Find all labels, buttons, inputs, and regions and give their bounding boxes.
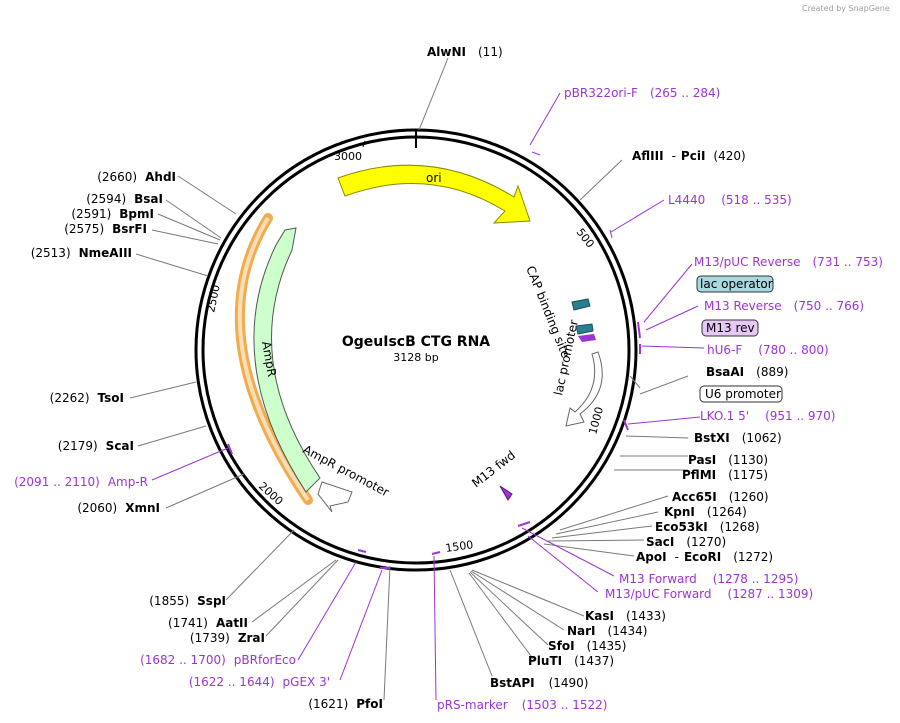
cap-binding-label: CAP binding site xyxy=(523,264,573,360)
site-sspi: (1855)SspI xyxy=(149,594,226,608)
site-pfoi: (1621)PfoI xyxy=(308,697,383,711)
primer-marks-right xyxy=(431,321,641,555)
site-kpni: KpnI(1264) xyxy=(664,505,747,519)
m13-fwd-label: M13 fwd xyxy=(469,448,518,490)
site-afliii-pcii: AflIII-PciI(420) xyxy=(632,149,746,163)
site-aatii: (1741)AatII xyxy=(168,616,248,630)
site-tsoi: (2262)TsoI xyxy=(50,391,124,405)
site-bstapi: BstAPI(1490) xyxy=(490,676,588,690)
primer-m13-reverse: M13 Reverse(750 .. 766) xyxy=(704,299,864,313)
primer-marks-left xyxy=(227,443,390,569)
primer-lines-right xyxy=(433,92,705,701)
primer-lko1-5: LKO.1 5'(951 .. 970) xyxy=(700,409,836,423)
primer-m13-puc-reverse: M13/pUC Reverse(731 .. 753) xyxy=(694,255,883,269)
plasmid-size: 3128 bp xyxy=(393,351,438,364)
cap-binding-site-2 xyxy=(575,323,594,335)
m13-rev-box xyxy=(701,319,759,337)
u6-promoter-box xyxy=(699,385,783,403)
site-xmni: (2060)XmnI xyxy=(77,501,160,515)
primer-pbrforeco: (1682 .. 1700)pBRforEco xyxy=(140,653,296,667)
lac-operator-label: lac operator xyxy=(700,277,773,291)
right-labels: AlwNI(11) pBR322ori-F(265 .. 284) AflIII… xyxy=(427,45,883,712)
primer-m13-forward: M13 Forward(1278 .. 1295) xyxy=(619,572,798,586)
m13-rev-marker xyxy=(578,334,596,342)
tick-1000: 1000 xyxy=(586,405,606,435)
ampr-feature[interactable] xyxy=(253,227,321,493)
site-alwni: AlwNI(11) xyxy=(427,45,503,59)
site-bstxi: BstXI(1062) xyxy=(694,431,782,445)
primer-pgex-3: (1622 .. 1644)pGEX 3' xyxy=(189,675,330,689)
cap-binding-site[interactable] xyxy=(571,298,591,311)
site-acc65i: Acc65I(1260) xyxy=(672,490,769,504)
leader-lines-left xyxy=(129,175,391,701)
tick-1500: 1500 xyxy=(445,538,475,555)
site-nari: NarI(1434) xyxy=(567,624,647,638)
site-pluti: PluTI(1437) xyxy=(528,654,614,668)
ori-label: ori xyxy=(426,171,442,185)
site-kasi: KasI(1433) xyxy=(585,609,666,623)
primer-lines-left xyxy=(151,447,383,681)
site-pflmi: PflMI(1175) xyxy=(682,468,768,482)
site-bsai: (2594)BsaI xyxy=(86,192,163,206)
ori-feature[interactable] xyxy=(337,164,531,224)
site-zrai: (1739)ZraI xyxy=(190,631,265,645)
site-nmeaiii: (2513)NmeAIII xyxy=(31,246,132,260)
ampr-label: AmpR xyxy=(259,340,279,378)
lac-operator-box xyxy=(696,275,774,293)
primer-l4440: L4440(518 .. 535) xyxy=(668,193,792,207)
site-bsrfi: (2575)BsrFI xyxy=(64,222,147,236)
ampr-promoter[interactable] xyxy=(317,481,353,513)
plasmid-name: OgeuIscB CTG RNA xyxy=(342,334,490,350)
site-eco53ki: Eco53kI(1268) xyxy=(655,520,760,534)
m13-fwd-primer[interactable] xyxy=(499,485,513,501)
snapgene-credit: Created by SnapGene xyxy=(802,4,890,13)
m13-rev-label: M13 rev xyxy=(706,321,755,335)
left-labels: (2660)AhdI (2594)BsaI (2591)BpmI (2575)B… xyxy=(14,170,383,711)
site-bpmi: (2591)BpmI xyxy=(71,207,154,221)
primer-m13-puc-forward: M13/pUC Forward(1287 .. 1309) xyxy=(605,587,813,601)
site-apoi-ecori: ApoI-EcoRI(1272) xyxy=(636,550,773,564)
site-bsaai: BsaAI(889) xyxy=(706,365,788,379)
site-sfoi: SfoI(1435) xyxy=(548,639,626,653)
site-saci: SacI(1270) xyxy=(646,535,726,549)
site-ahdi: (2660)AhdI xyxy=(97,170,176,184)
primer-amp-r: (2091 .. 2110)Amp-R xyxy=(14,475,148,489)
tick-2500: 2500 xyxy=(204,284,223,314)
leader-lines-right xyxy=(418,57,689,677)
primer-pbr322ori-f: pBR322ori-F(265 .. 284) xyxy=(564,86,720,100)
site-pasi: PasI(1130) xyxy=(688,453,768,467)
lac-promoter[interactable] xyxy=(565,351,603,427)
primer-hu6-f: hU6-F(780 .. 800) xyxy=(707,343,829,357)
u6-promoter-label: U6 promoter xyxy=(705,387,781,401)
tick-3000: 3000 xyxy=(334,150,362,163)
primer-prs-marker: pRS-marker(1503 .. 1522) xyxy=(437,698,607,712)
site-scai: (2179)ScaI xyxy=(58,439,134,453)
